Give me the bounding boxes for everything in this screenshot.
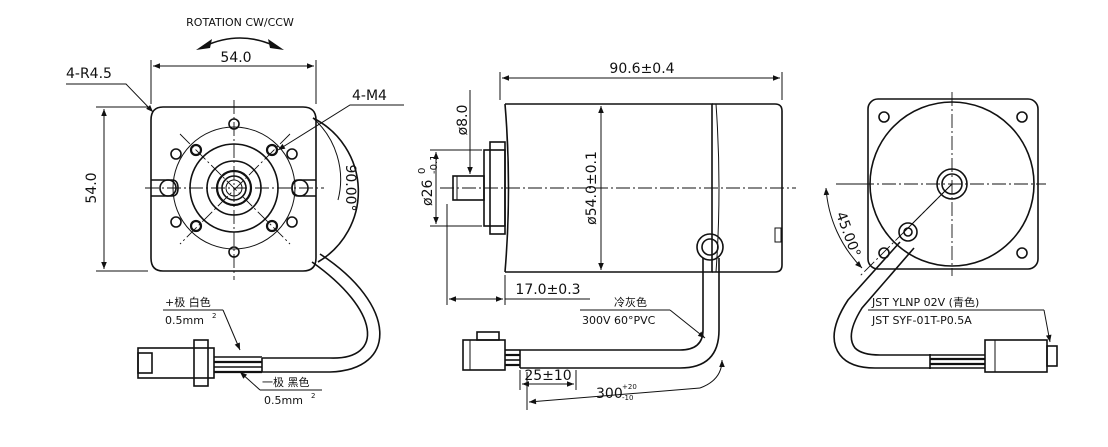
svg-text:2: 2 (212, 312, 216, 320)
angle-label: 45.00° (832, 210, 863, 260)
lead-pos-size: 0.5mm (165, 314, 204, 327)
lead-pos-label: +极 白色 (165, 295, 211, 309)
rotation-arrow-right-icon (268, 39, 284, 50)
shaft-dia-label: ø8.0 (455, 105, 471, 136)
height-label: 54.0 (84, 172, 100, 203)
front-view: ROTATION CW/CCW 54.0 54.0 4-R4.5 4-M4 90… (66, 16, 404, 407)
hole-pitch-label: 90.00° (342, 164, 358, 211)
side-cable-outer (520, 258, 704, 351)
front-flange (150, 106, 317, 272)
side-cable-inner (520, 258, 720, 369)
grommet (696, 233, 724, 261)
rear-connector (984, 339, 1048, 373)
cable-spec-label: 300V 60°PVC (582, 314, 656, 327)
cable-color-label: 冷灰色 (614, 295, 647, 309)
svg-text:+20: +20 (622, 383, 637, 391)
screw-label: 4-M4 (352, 88, 387, 104)
front-cable-inner (262, 253, 381, 373)
body-dia-label: ø54.0±0.1 (584, 151, 600, 225)
pilot-dia-label: ø26 0 -0.1 (417, 154, 440, 206)
connector-housing-label: JST YLNP 02V (青色) (871, 295, 979, 309)
width-label: 54.0 (220, 50, 251, 66)
rear-grommet (898, 222, 918, 242)
side-view: 90.6±0.4 ø8.0 ø26 0 -0.1 ø54.0±0.1 (417, 61, 796, 410)
lead-neg-label: 一极 黑色 (262, 375, 310, 389)
svg-text:-0.1: -0.1 (429, 154, 440, 174)
svg-text:0: 0 (417, 168, 428, 174)
connector-terminal-label: JST SYF-01T-P0.5A (871, 314, 972, 327)
side-connector (462, 339, 506, 371)
lead-length-label: 300 (596, 386, 623, 402)
corner-radius-label: 4-R4.5 (66, 66, 112, 82)
lead-neg-size: 0.5mm (264, 394, 303, 407)
rear-view: 45.00° JST YLNP 02V (青色) JST SYF-01T-P0.… (823, 92, 1058, 373)
tapped-holes (189, 143, 279, 233)
rotation-arc (204, 37, 276, 47)
rear-cable-outer (833, 241, 985, 369)
svg-text:ø26: ø26 (420, 180, 436, 206)
svg-text:-10: -10 (622, 394, 633, 402)
rear-cable-inner (850, 247, 985, 356)
rotation-arrow-left-icon (196, 39, 212, 50)
shaft-length-label: 17.0±0.3 (515, 282, 580, 298)
strip-length-label: 25±10 (524, 368, 571, 384)
front-cable-outer (262, 261, 369, 359)
svg-text:2: 2 (311, 392, 315, 400)
rotation-label: ROTATION CW/CCW (186, 16, 294, 29)
length-label: 90.6±0.4 (609, 61, 674, 77)
